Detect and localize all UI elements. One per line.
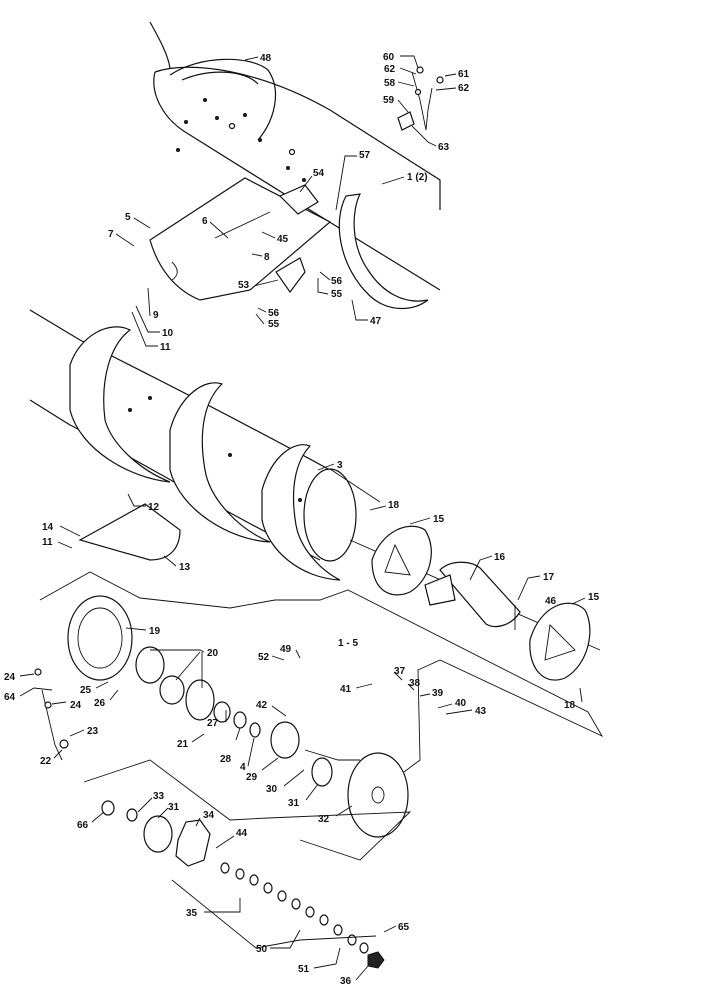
callout-36: 36 (340, 976, 352, 987)
cover-plate (149, 177, 332, 301)
callout-58: 58 (384, 78, 396, 89)
spacer-chain (220, 862, 369, 954)
hub-29 (270, 721, 300, 759)
flange-15-left (371, 525, 432, 596)
group-outline (39, 571, 604, 949)
callout-5: 5 (125, 212, 131, 223)
nut-36 (367, 951, 385, 969)
callout-63: 63 (438, 142, 450, 153)
callout-28: 28 (220, 754, 232, 765)
callout-1-5: 1 - 5 (338, 638, 358, 649)
callout-7: 7 (108, 229, 114, 240)
upper-auger-tube (149, 21, 441, 309)
callout-15b: 15 (588, 592, 600, 603)
linkage-assembly (397, 66, 444, 131)
callout-41: 41 (340, 684, 352, 695)
callout-32: 32 (318, 814, 330, 825)
callout-38: 38 (409, 678, 421, 689)
callout-1: 1 (2) (407, 172, 428, 183)
callout-16: 16 (494, 552, 506, 563)
callout-60: 60 (383, 52, 395, 63)
callout-56b: 56 (268, 308, 280, 319)
callout-20: 20 (207, 648, 219, 659)
tube-16 (439, 561, 521, 628)
flight-47 (338, 193, 429, 309)
callout-21: 21 (177, 739, 189, 750)
tube-rivets (176, 98, 306, 182)
callout-4: 4 (240, 762, 246, 773)
callout-56a: 56 (331, 276, 343, 287)
callout-29: 29 (246, 772, 258, 783)
callout-54: 54 (313, 168, 325, 179)
callout-31b: 31 (168, 802, 180, 813)
callout-55a: 55 (331, 289, 343, 300)
callout-14: 14 (42, 522, 54, 533)
callout-26: 26 (94, 698, 106, 709)
callout-64: 64 (4, 692, 16, 703)
lower-parts (101, 800, 385, 969)
callout-44: 44 (236, 828, 248, 839)
plate-13 (78, 503, 181, 561)
callout-31a: 31 (288, 798, 300, 809)
callout-11b: 11 (42, 537, 53, 548)
callout-51: 51 (298, 964, 310, 975)
callout-17: 17 (543, 572, 555, 583)
callout-12: 12 (148, 502, 160, 513)
callout-49: 49 (280, 644, 292, 655)
callout-11a: 11 (160, 342, 171, 353)
callout-33: 33 (153, 791, 165, 802)
callout-37: 37 (394, 666, 406, 677)
callout-59: 59 (383, 95, 395, 106)
callout-43: 43 (475, 706, 487, 717)
callout-45: 45 (277, 234, 289, 245)
callout-62a: 62 (384, 64, 396, 75)
plate-54 (278, 184, 319, 215)
callout-18a: 18 (388, 500, 400, 511)
callout-53: 53 (238, 280, 250, 291)
callout-25: 25 (80, 685, 92, 696)
sprocket-34 (175, 819, 211, 867)
callout-23: 23 (87, 726, 99, 737)
callout-34: 34 (203, 810, 215, 821)
callout-57: 57 (359, 150, 371, 161)
callout-40: 40 (455, 698, 467, 709)
callout-42: 42 (256, 700, 268, 711)
callout-47: 47 (370, 316, 382, 327)
hub-group (34, 595, 333, 787)
callout-62b: 62 (458, 83, 470, 94)
callout-19: 19 (149, 626, 161, 637)
callout-55b: 55 (268, 319, 280, 330)
callout-65: 65 (398, 922, 410, 933)
tube-end-cap (303, 468, 357, 562)
callout-35: 35 (186, 908, 198, 919)
bracket-53 (275, 257, 306, 294)
callout-13: 13 (179, 562, 191, 573)
callout-22: 22 (40, 756, 52, 767)
sprocket-32 (347, 752, 409, 838)
callout-48: 48 (260, 53, 272, 64)
callout-52: 52 (258, 652, 270, 663)
callout-66: 66 (77, 820, 89, 831)
callout-27: 27 (207, 718, 219, 729)
callout-30: 30 (266, 784, 278, 795)
lower-auger-tube (29, 309, 381, 581)
callout-46: 46 (545, 596, 557, 607)
shaft-assembly (349, 525, 601, 681)
flange-15-right (529, 602, 591, 681)
callouts: 48 60 62 58 61 62 59 63 57 54 1 (2) 5 6 … (4, 52, 600, 987)
callout-61: 61 (458, 69, 470, 80)
callout-24a: 24 (4, 672, 16, 683)
callout-3: 3 (337, 460, 343, 471)
callout-50: 50 (256, 944, 268, 955)
callout-10: 10 (162, 328, 174, 339)
callout-18b: 18 (564, 700, 576, 711)
callout-6: 6 (202, 216, 208, 227)
callout-9: 9 (153, 310, 159, 321)
callout-39: 39 (432, 688, 444, 699)
callout-8: 8 (264, 252, 270, 263)
callout-15a: 15 (433, 514, 445, 525)
callout-24b: 24 (70, 700, 82, 711)
